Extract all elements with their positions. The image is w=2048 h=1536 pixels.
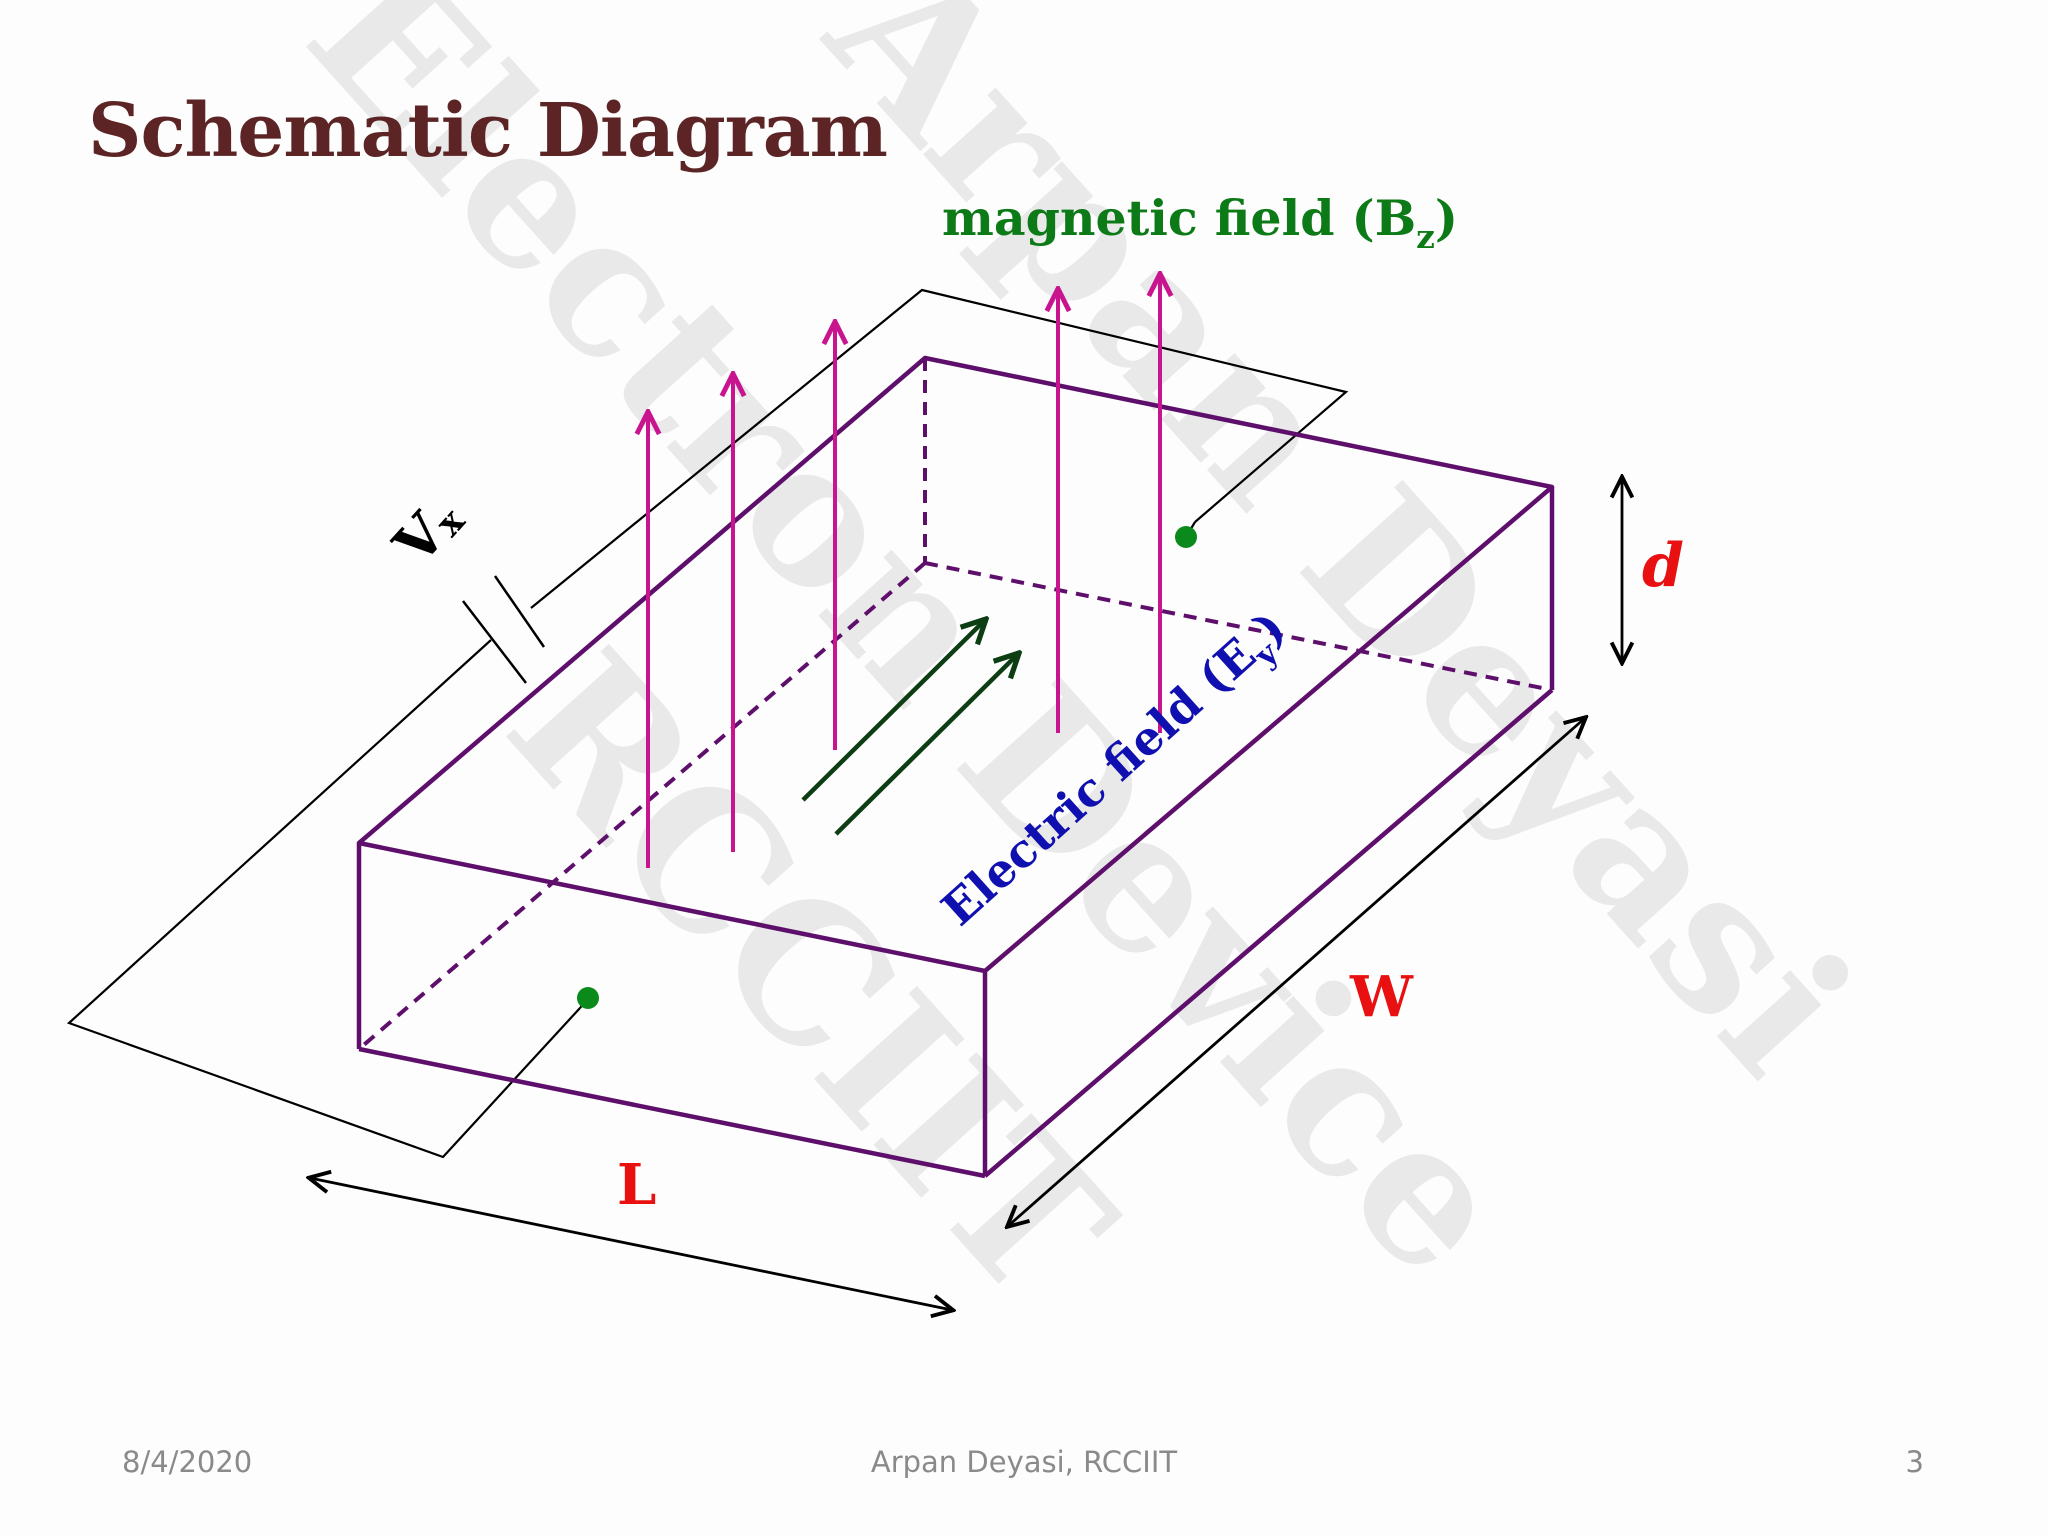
slab-front-bottom-edge	[358, 1046, 986, 1179]
dimension-arrows	[310, 478, 1622, 1310]
electric-field-arrows	[801, 620, 1018, 836]
battery-plate-long	[462, 600, 527, 684]
length-dimension-arrow	[310, 1178, 952, 1310]
slide-title: Schematic Diagram	[88, 88, 888, 174]
contacts	[577, 521, 1197, 1009]
electric-arrow	[801, 620, 985, 802]
electric-arrow	[834, 654, 1018, 836]
thickness-label: d	[1642, 531, 1684, 601]
wire-left	[66, 639, 581, 1159]
wire-top	[530, 288, 1349, 609]
slab-hidden-edges	[357, 358, 1553, 1051]
length-label: L	[617, 1152, 656, 1218]
footer-date: 8/4/2020	[122, 1445, 253, 1479]
electric-field-label: Electric field (Ey)	[931, 600, 1301, 942]
voltage-circuit	[66, 288, 1349, 1159]
magnetic-field-label: magnetic field (Bz)	[942, 189, 1458, 256]
width-label: W	[1349, 964, 1414, 1030]
battery-plate-short	[493, 575, 546, 648]
voltage-label: Vx	[381, 485, 475, 579]
top-contact-dot	[1175, 526, 1197, 548]
bottom-contact-dot	[577, 987, 599, 1009]
magnetic-field-arrows	[648, 275, 1160, 868]
footer-author: Arpan Deyasi, RCCIIT	[870, 1445, 1178, 1479]
slab-right-bottom-edge	[983, 688, 1554, 1178]
footer-page-number: 3	[1905, 1445, 1924, 1479]
width-dimension-arrow	[1008, 718, 1585, 1226]
